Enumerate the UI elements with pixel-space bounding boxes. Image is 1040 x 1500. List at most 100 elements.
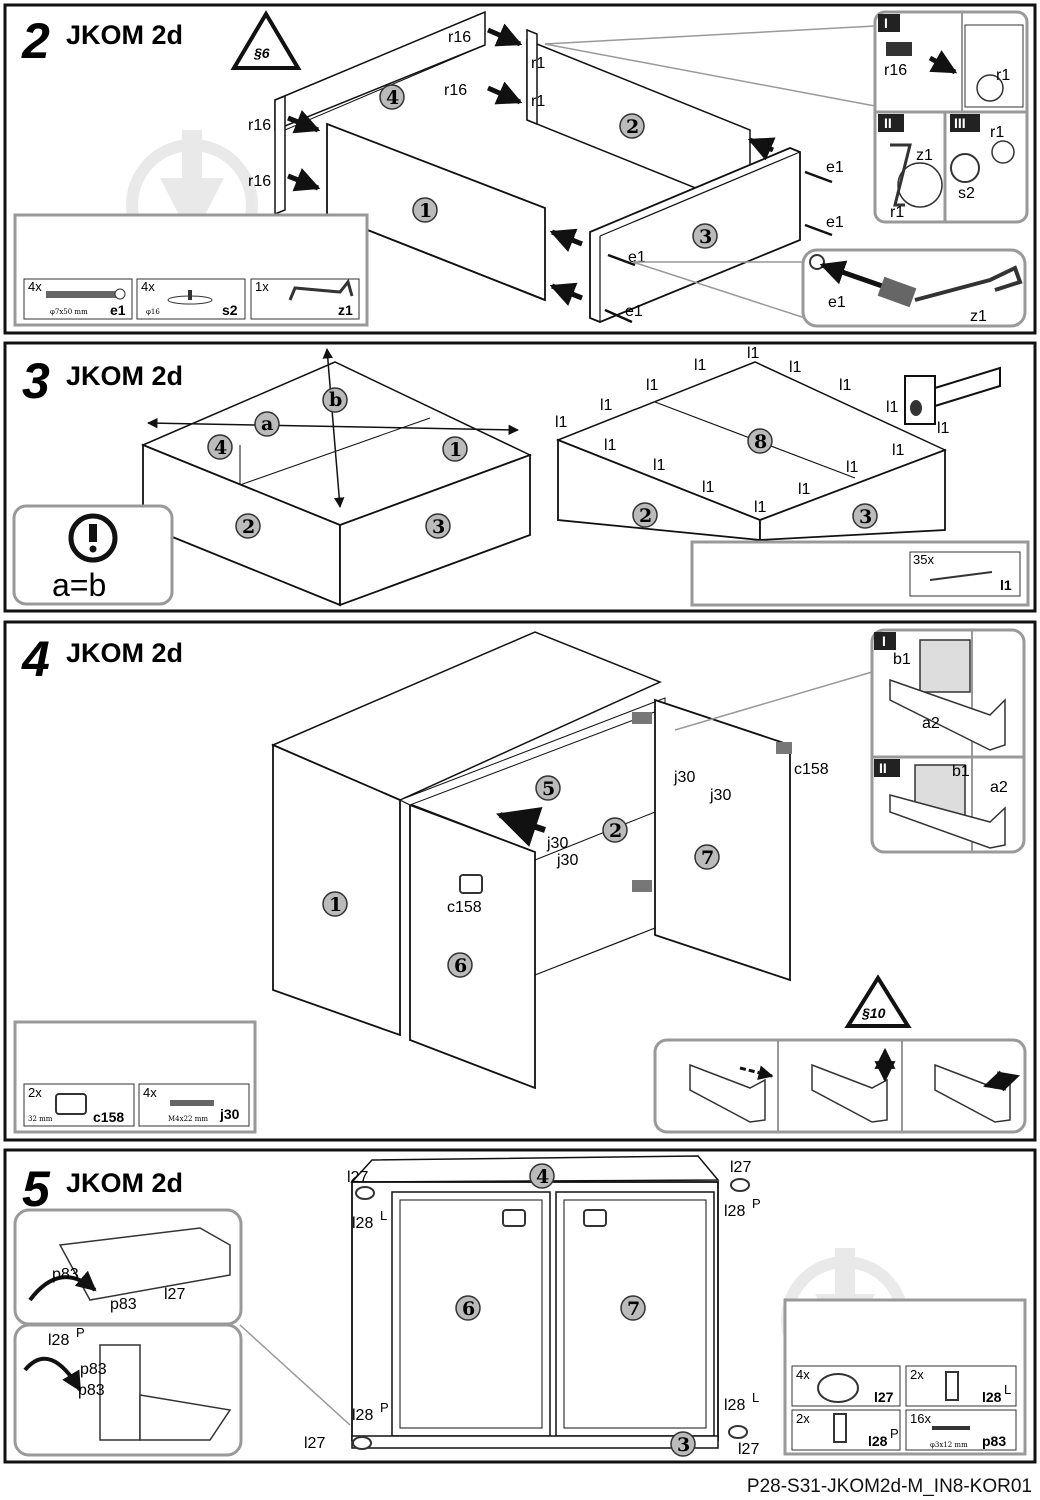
svg-text:l28: l28	[724, 1203, 745, 1220]
svg-text:a2: a2	[990, 779, 1008, 796]
svg-text:a2: a2	[922, 715, 940, 732]
svg-text:3: 3	[22, 353, 50, 409]
svg-text:P: P	[752, 1196, 761, 1211]
svg-text:§6: §6	[253, 45, 270, 61]
hardware-list: 2x 4x c158 j30 32 mm M4x22 mm	[13, 1020, 257, 1134]
svg-text:3: 3	[859, 506, 872, 528]
step-title: JKOM 2d	[66, 20, 183, 50]
svg-text:2: 2	[626, 116, 639, 138]
svg-text:1x: 1x	[255, 279, 269, 294]
svg-text:6: 6	[462, 1298, 475, 1320]
code-labels: r16 r16 r16 r16 r1 r1 e1 e1 e1 e1	[248, 29, 844, 320]
svg-text:l1: l1	[798, 481, 811, 498]
svg-text:35x: 35x	[913, 552, 934, 567]
svg-text:l1: l1	[646, 377, 659, 394]
svg-text:l1: l1	[555, 414, 568, 431]
step-number: 2	[21, 13, 50, 69]
step-5-panel: 5 JKOM 2d 4 6 7 3 l27 l28 L l27	[3, 1148, 1037, 1464]
step-3-panel: 3 JKOM 2d a b 4 1 2 3	[3, 341, 1037, 613]
svg-text:P: P	[890, 1426, 899, 1441]
svg-text:j30: j30	[709, 787, 731, 804]
svg-text:l28: l28	[48, 1332, 69, 1349]
svg-text:6: 6	[454, 955, 467, 977]
svg-text:j30: j30	[546, 835, 568, 852]
warning-sign: §10	[844, 974, 912, 1028]
svg-text:4x: 4x	[796, 1367, 810, 1382]
svg-text:l28: l28	[868, 1433, 888, 1449]
svg-text:L: L	[1004, 1382, 1011, 1397]
svg-text:j30: j30	[673, 769, 695, 786]
svg-text:4x: 4x	[141, 279, 155, 294]
svg-text:2x: 2x	[910, 1367, 924, 1382]
svg-text:II: II	[884, 115, 892, 131]
hardware-list: 4x 4x 1x e1 s2 z1 φ7x50 mm φ16	[13, 213, 369, 327]
svg-text:l27: l27	[347, 1169, 368, 1186]
svg-text:P: P	[380, 1400, 389, 1415]
svg-text:II: II	[879, 760, 887, 776]
svg-text:r16: r16	[248, 117, 271, 134]
svg-text:c158: c158	[93, 1109, 124, 1125]
svg-text:7: 7	[627, 1298, 640, 1320]
svg-text:l1: l1	[604, 437, 617, 454]
svg-text:JKOM 2d: JKOM 2d	[66, 361, 183, 391]
svg-text:L: L	[752, 1390, 759, 1405]
svg-text:b1: b1	[952, 763, 970, 780]
svg-text:e1: e1	[625, 303, 643, 320]
hinge-adjustment-insets	[653, 1038, 1027, 1134]
svg-text:l27: l27	[730, 1159, 751, 1176]
svg-text:l1: l1	[886, 399, 899, 416]
svg-text:a: a	[261, 413, 273, 435]
svg-text:l1: l1	[653, 457, 666, 474]
svg-text:r1: r1	[890, 204, 904, 221]
part-labels: 4 2 1 3	[379, 84, 718, 249]
svg-text:1: 1	[449, 439, 462, 461]
svg-text:l1: l1	[600, 397, 613, 414]
detail-inset-foot: p83 p83 l27 l28 P p83 p83	[13, 1208, 351, 1457]
svg-text:l1: l1	[1000, 577, 1012, 593]
svg-text:3: 3	[432, 516, 445, 538]
svg-text:b: b	[329, 389, 342, 411]
insertion-arrows	[287, 23, 776, 306]
svg-text:l1: l1	[702, 479, 715, 496]
svg-text:l1: l1	[846, 459, 859, 476]
svg-text:4x: 4x	[143, 1085, 157, 1100]
detail-inset-I-III: I II III r16 r1 z1 r1 r1 s2	[873, 10, 1029, 224]
svg-text:32 mm: 32 mm	[28, 1115, 53, 1123]
svg-text:j30: j30	[219, 1106, 240, 1122]
svg-text:8: 8	[754, 431, 767, 453]
svg-text:JKOM 2d: JKOM 2d	[66, 1168, 183, 1198]
svg-text:4: 4	[214, 437, 227, 459]
svg-text:e1: e1	[826, 214, 844, 231]
svg-text:z1: z1	[916, 147, 933, 164]
svg-text:l1: l1	[892, 442, 905, 459]
svg-text:r16: r16	[444, 82, 467, 99]
svg-text:r16: r16	[884, 62, 907, 79]
svg-text:l28: l28	[352, 1215, 373, 1232]
svg-text:p83: p83	[78, 1382, 105, 1399]
hardware-list: 35x l1	[690, 540, 1030, 607]
svg-text:4x: 4x	[28, 279, 42, 294]
svg-text:l28: l28	[352, 1407, 373, 1424]
svg-text:5: 5	[22, 1161, 51, 1217]
hardware-list: 4x 2x 2x 16x l27 l28 L l28 P p83 φ3x12 m…	[783, 1298, 1027, 1456]
detail-inset-hinge: I II b1 a2 b1 a2	[870, 628, 1026, 854]
svg-text:2x: 2x	[796, 1411, 810, 1426]
svg-text:r1: r1	[531, 93, 545, 110]
svg-text:e1: e1	[826, 159, 844, 176]
svg-text:§10: §10	[861, 1005, 886, 1021]
svg-text:φ16: φ16	[146, 308, 160, 316]
svg-text:φ7x50 mm: φ7x50 mm	[50, 308, 88, 316]
svg-text:b1: b1	[893, 651, 911, 668]
svg-text:4: 4	[386, 87, 399, 109]
step-2-panel: 2 JKOM 2d §6	[3, 3, 1037, 335]
document-code: P28-S31-JKOM2d-M_IN8-KOR01	[746, 1476, 1032, 1497]
svg-text:7: 7	[701, 847, 714, 869]
svg-text:s2: s2	[958, 185, 975, 202]
svg-text:III: III	[954, 115, 966, 131]
svg-text:j30: j30	[556, 852, 578, 869]
carcass-back-panel: 8 2 3 l1 l1 l1 l1 l1 l1 l1 l1 l1 l1 l1 l…	[555, 345, 1001, 541]
step-4-panel: 4 JKOM 2d 5 2 1 6 7	[3, 620, 1037, 1142]
warning-sign: §6	[230, 10, 302, 70]
svg-text:l28: l28	[724, 1397, 745, 1414]
svg-text:I: I	[882, 633, 886, 649]
